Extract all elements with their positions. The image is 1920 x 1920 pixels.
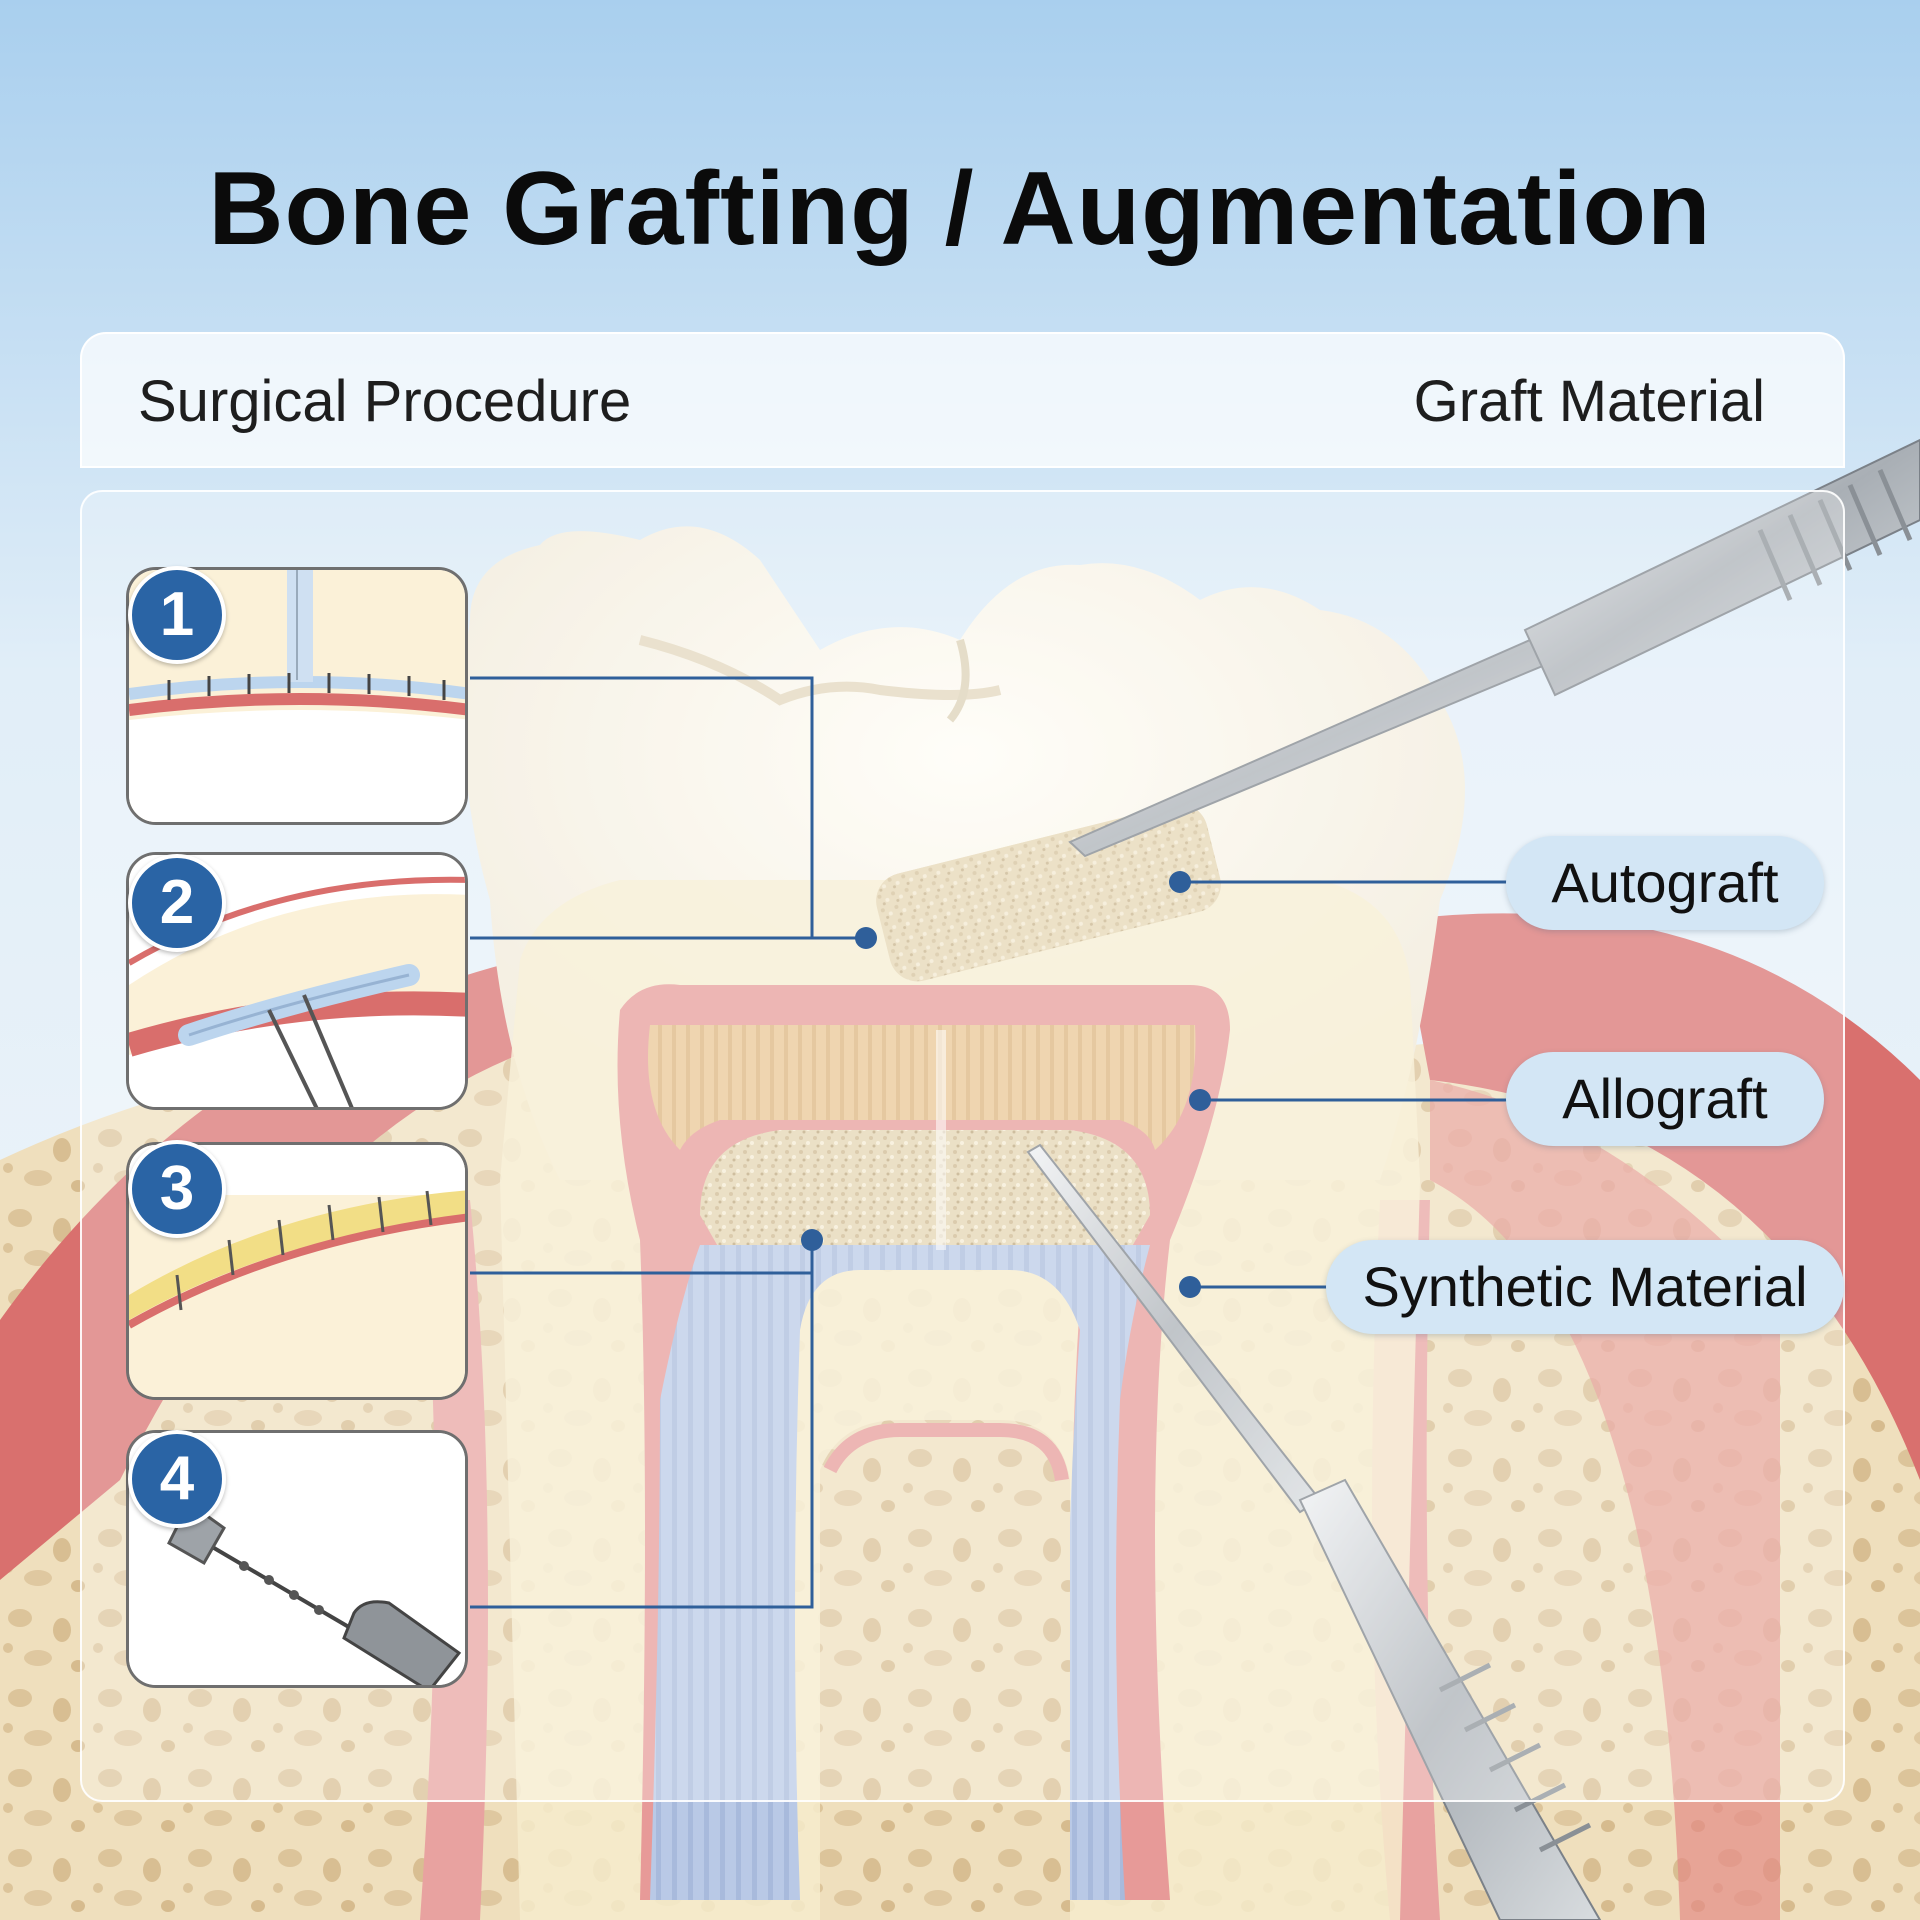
step-1-panel [126, 567, 468, 825]
step-2-badge: 2 [128, 854, 226, 952]
autograft-label: Autograft [1506, 836, 1824, 930]
allograft-label: Allograft [1506, 1052, 1824, 1146]
graft-material-heading: Graft Material [1413, 369, 1765, 434]
step-4-badge: 4 [128, 1430, 226, 1528]
page-title: Bone Grafting / Augmentation [208, 151, 1712, 267]
column-header-band: Surgical Procedure Graft Material [80, 332, 1845, 468]
synthetic-material-label: Synthetic Material [1326, 1240, 1844, 1334]
step-1-badge: 1 [128, 566, 226, 664]
step-3-badge: 3 [128, 1140, 226, 1238]
surgical-procedure-heading: Surgical Procedure [138, 369, 632, 434]
